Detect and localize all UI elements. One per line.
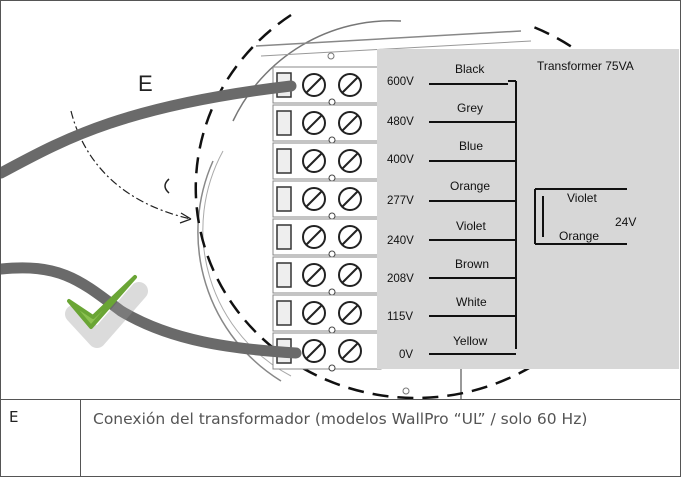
tap-voltage: 208V [387,273,414,285]
pointer-arrow [70,110,192,220]
green-check-icon [67,275,137,329]
tap-wire: Grey [457,101,484,115]
secondary-voltage: 24V [615,215,637,229]
caption-key: E [1,400,81,476]
wiring-figure: E Transformer 75VA 600V Black 480V Grey … [1,1,680,400]
tap-wire: White [456,295,487,309]
terminal-screw-pair [272,104,382,144]
transformer-wiring [429,80,627,355]
tap-wire: Blue [459,139,484,153]
tap-voltage: 480V [387,116,414,128]
curl-mark [164,178,170,194]
tap-voltage: 115V [387,311,414,323]
tap-voltage: 600V [387,76,414,88]
screw-hole [402,387,410,395]
callout-letter: E [138,71,153,96]
cable-upper [1,80,297,179]
terminal-screw-pair [272,256,382,296]
terminal-screw-pair [272,218,382,258]
terminal-screw-pair [272,142,382,182]
terminal-block [272,66,382,372]
tap-voltage: 240V [387,235,414,247]
housing-edge [255,30,522,47]
caption-text: Conexión del transformador (modelos Wall… [93,410,588,428]
transformer-title: Transformer 75VA [537,59,634,73]
tap-voltage: 277V [387,195,414,207]
tap-voltage: 400V [387,154,414,166]
transformer-panel: Transformer 75VA 600V Black 480V Grey 40… [377,49,679,369]
tap-wire: Brown [455,257,490,271]
cable-lower [1,262,302,359]
terminal-screw-pair [272,180,382,220]
caption-row: E Conexión del transformador (modelos Wa… [1,400,680,476]
tap-wire: Violet [456,219,486,233]
tap-wire: Yellow [453,334,488,348]
housing-edge [260,40,532,57]
tap-wire: Black [455,62,485,76]
screw-hole [327,52,335,60]
housing-arc [197,160,282,382]
secondary-wire: Orange [559,229,600,243]
secondary-wire: Violet [567,191,597,205]
tap-wire: Orange [450,179,491,193]
tap-voltage: 0V [399,349,414,361]
terminal-screw-pair [272,294,382,334]
wiring-illustration [1,13,637,399]
